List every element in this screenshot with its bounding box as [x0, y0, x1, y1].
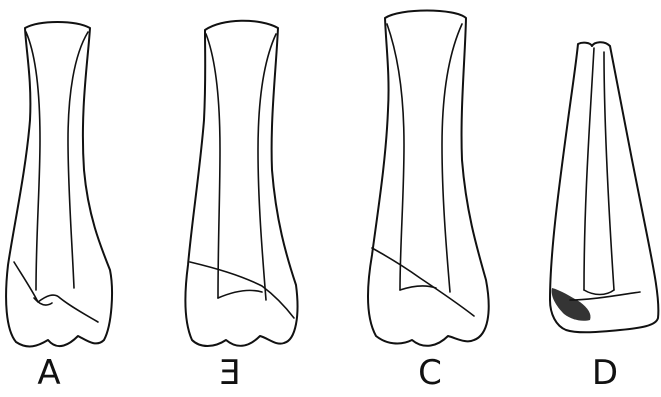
bone-a-fracture-line	[14, 262, 98, 322]
bone-a	[6, 22, 112, 346]
panel-label-b: E	[200, 353, 260, 393]
bone-b-inner-right	[258, 34, 276, 300]
bone-c	[368, 11, 489, 346]
bone-d-hatched-fragment	[552, 288, 591, 321]
bone-d-inner-right	[604, 52, 614, 290]
bone-b-joint-cleft	[218, 290, 262, 298]
panel-label-a: A	[19, 353, 79, 393]
bone-d-inner-cleft	[584, 290, 614, 295]
bone-b-inner-left	[206, 34, 220, 298]
bone-a-inner-right	[68, 32, 88, 288]
bone-c-inner-right	[442, 24, 462, 292]
bone-c-outline	[368, 11, 489, 346]
bone-b	[185, 21, 297, 346]
bone-b-outline	[185, 21, 297, 346]
bone-d	[550, 42, 658, 332]
bone-d-midline	[584, 48, 594, 290]
bone-c-inner-left	[387, 24, 404, 290]
panel-label-d: D	[575, 353, 635, 393]
panel-label-c: C	[400, 353, 460, 393]
bone-b-fracture-line	[190, 262, 294, 318]
bone-c-joint-cleft	[400, 286, 436, 290]
bone-c-fracture-line	[372, 248, 474, 316]
